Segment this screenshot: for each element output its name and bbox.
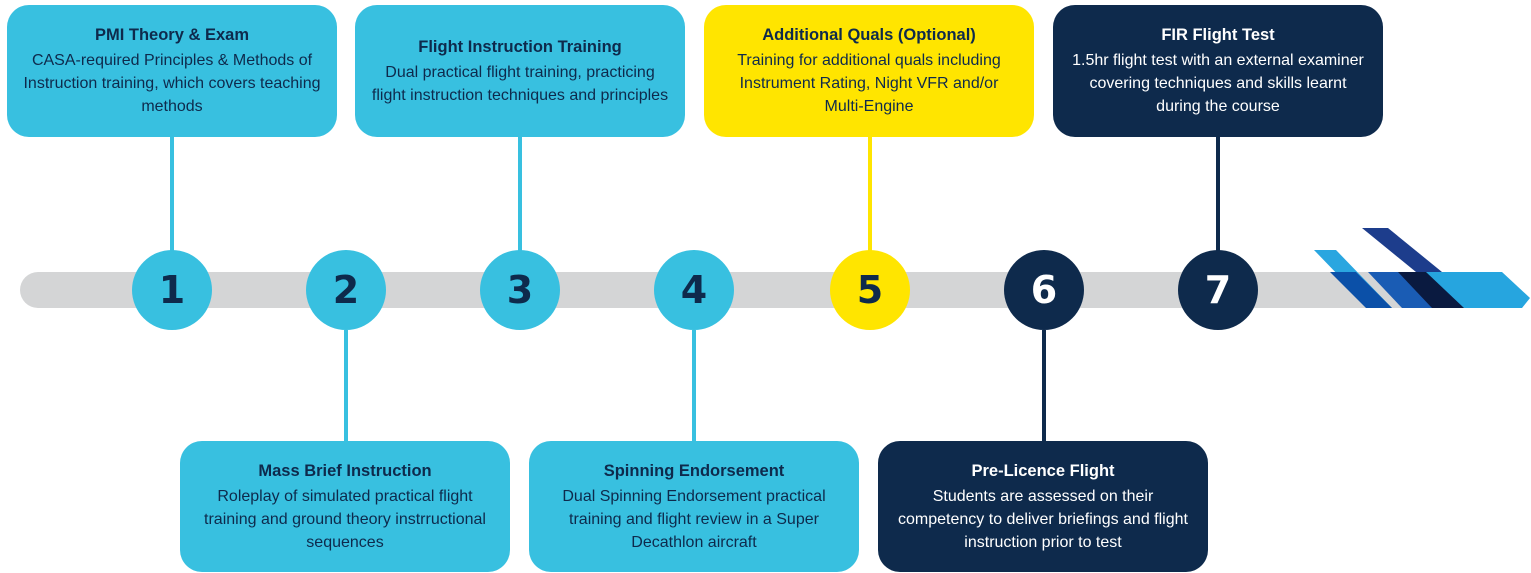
logo-stripe-dark xyxy=(1362,228,1442,272)
step-5-circle: 5 xyxy=(830,250,910,330)
step-6-title: Pre-Licence Flight xyxy=(971,461,1115,480)
step-2-circle: 2 xyxy=(306,250,386,330)
step-3-number: 3 xyxy=(506,268,534,312)
step-7-number: 7 xyxy=(1204,268,1232,312)
logo-stripe-mid xyxy=(1330,272,1392,308)
step-7-title: FIR Flight Test xyxy=(1161,26,1275,44)
step-6-description: Students are assessed on their competenc… xyxy=(898,487,1188,551)
step-5-number: 5 xyxy=(856,268,884,312)
step-2-title: Mass Brief Instruction xyxy=(258,461,432,480)
logo-band-blue xyxy=(1368,272,1432,308)
step-1-circle: 1 xyxy=(132,250,212,330)
step-3-description: Dual practical flight training, practici… xyxy=(371,63,669,104)
step-2-number: 2 xyxy=(332,268,360,312)
step-1-number: 1 xyxy=(158,268,186,312)
step-1-description: CASA-required Principles & Methods of In… xyxy=(23,52,321,115)
connector-step-5 xyxy=(868,136,872,254)
logo-band-navy xyxy=(1392,272,1464,308)
connector-step-7 xyxy=(1216,136,1220,254)
step-3-title: Flight Instruction Training xyxy=(418,37,622,56)
step-4-title: Spinning Endorsement xyxy=(603,461,785,480)
step-2-description: Roleplay of simulated practical flight t… xyxy=(204,487,486,551)
step-2-card: Mass Brief Instruction Roleplay of simul… xyxy=(180,441,510,572)
step-1-title: PMI Theory & Exam xyxy=(94,26,250,44)
connector-step-3 xyxy=(518,136,522,254)
step-5-description: Training for additional quals including … xyxy=(737,52,1001,115)
connector-step-6 xyxy=(1042,330,1046,445)
step-4-card: Spinning Endorsement Dual Spinning Endor… xyxy=(529,441,859,572)
step-7-circle: 7 xyxy=(1178,250,1258,330)
wing-logo-icon xyxy=(1314,228,1530,308)
step-4-description: Dual Spinning Endorsement practical trai… xyxy=(562,487,826,551)
connector-step-2 xyxy=(344,330,348,445)
step-5-card: Additional Quals (Optional) Training for… xyxy=(704,5,1034,137)
step-3-card: Flight Instruction Training Dual practic… xyxy=(355,5,685,137)
connector-step-4 xyxy=(692,330,696,445)
step-7-description: 1.5hr flight test with an external exami… xyxy=(1072,52,1364,115)
step-7-card: FIR Flight Test 1.5hr flight test with a… xyxy=(1053,5,1383,137)
step-4-number: 4 xyxy=(680,268,708,312)
step-5-title: Additional Quals (Optional) xyxy=(762,26,976,44)
step-6-number: 6 xyxy=(1030,268,1058,312)
step-1-card: PMI Theory & Exam CASA-required Principl… xyxy=(7,5,337,137)
step-6-card: Pre-Licence Flight Students are assessed… xyxy=(878,441,1208,572)
step-6-circle: 6 xyxy=(1004,250,1084,330)
connector-step-1 xyxy=(170,136,174,254)
step-3-circle: 3 xyxy=(480,250,560,330)
step-4-circle: 4 xyxy=(654,250,734,330)
